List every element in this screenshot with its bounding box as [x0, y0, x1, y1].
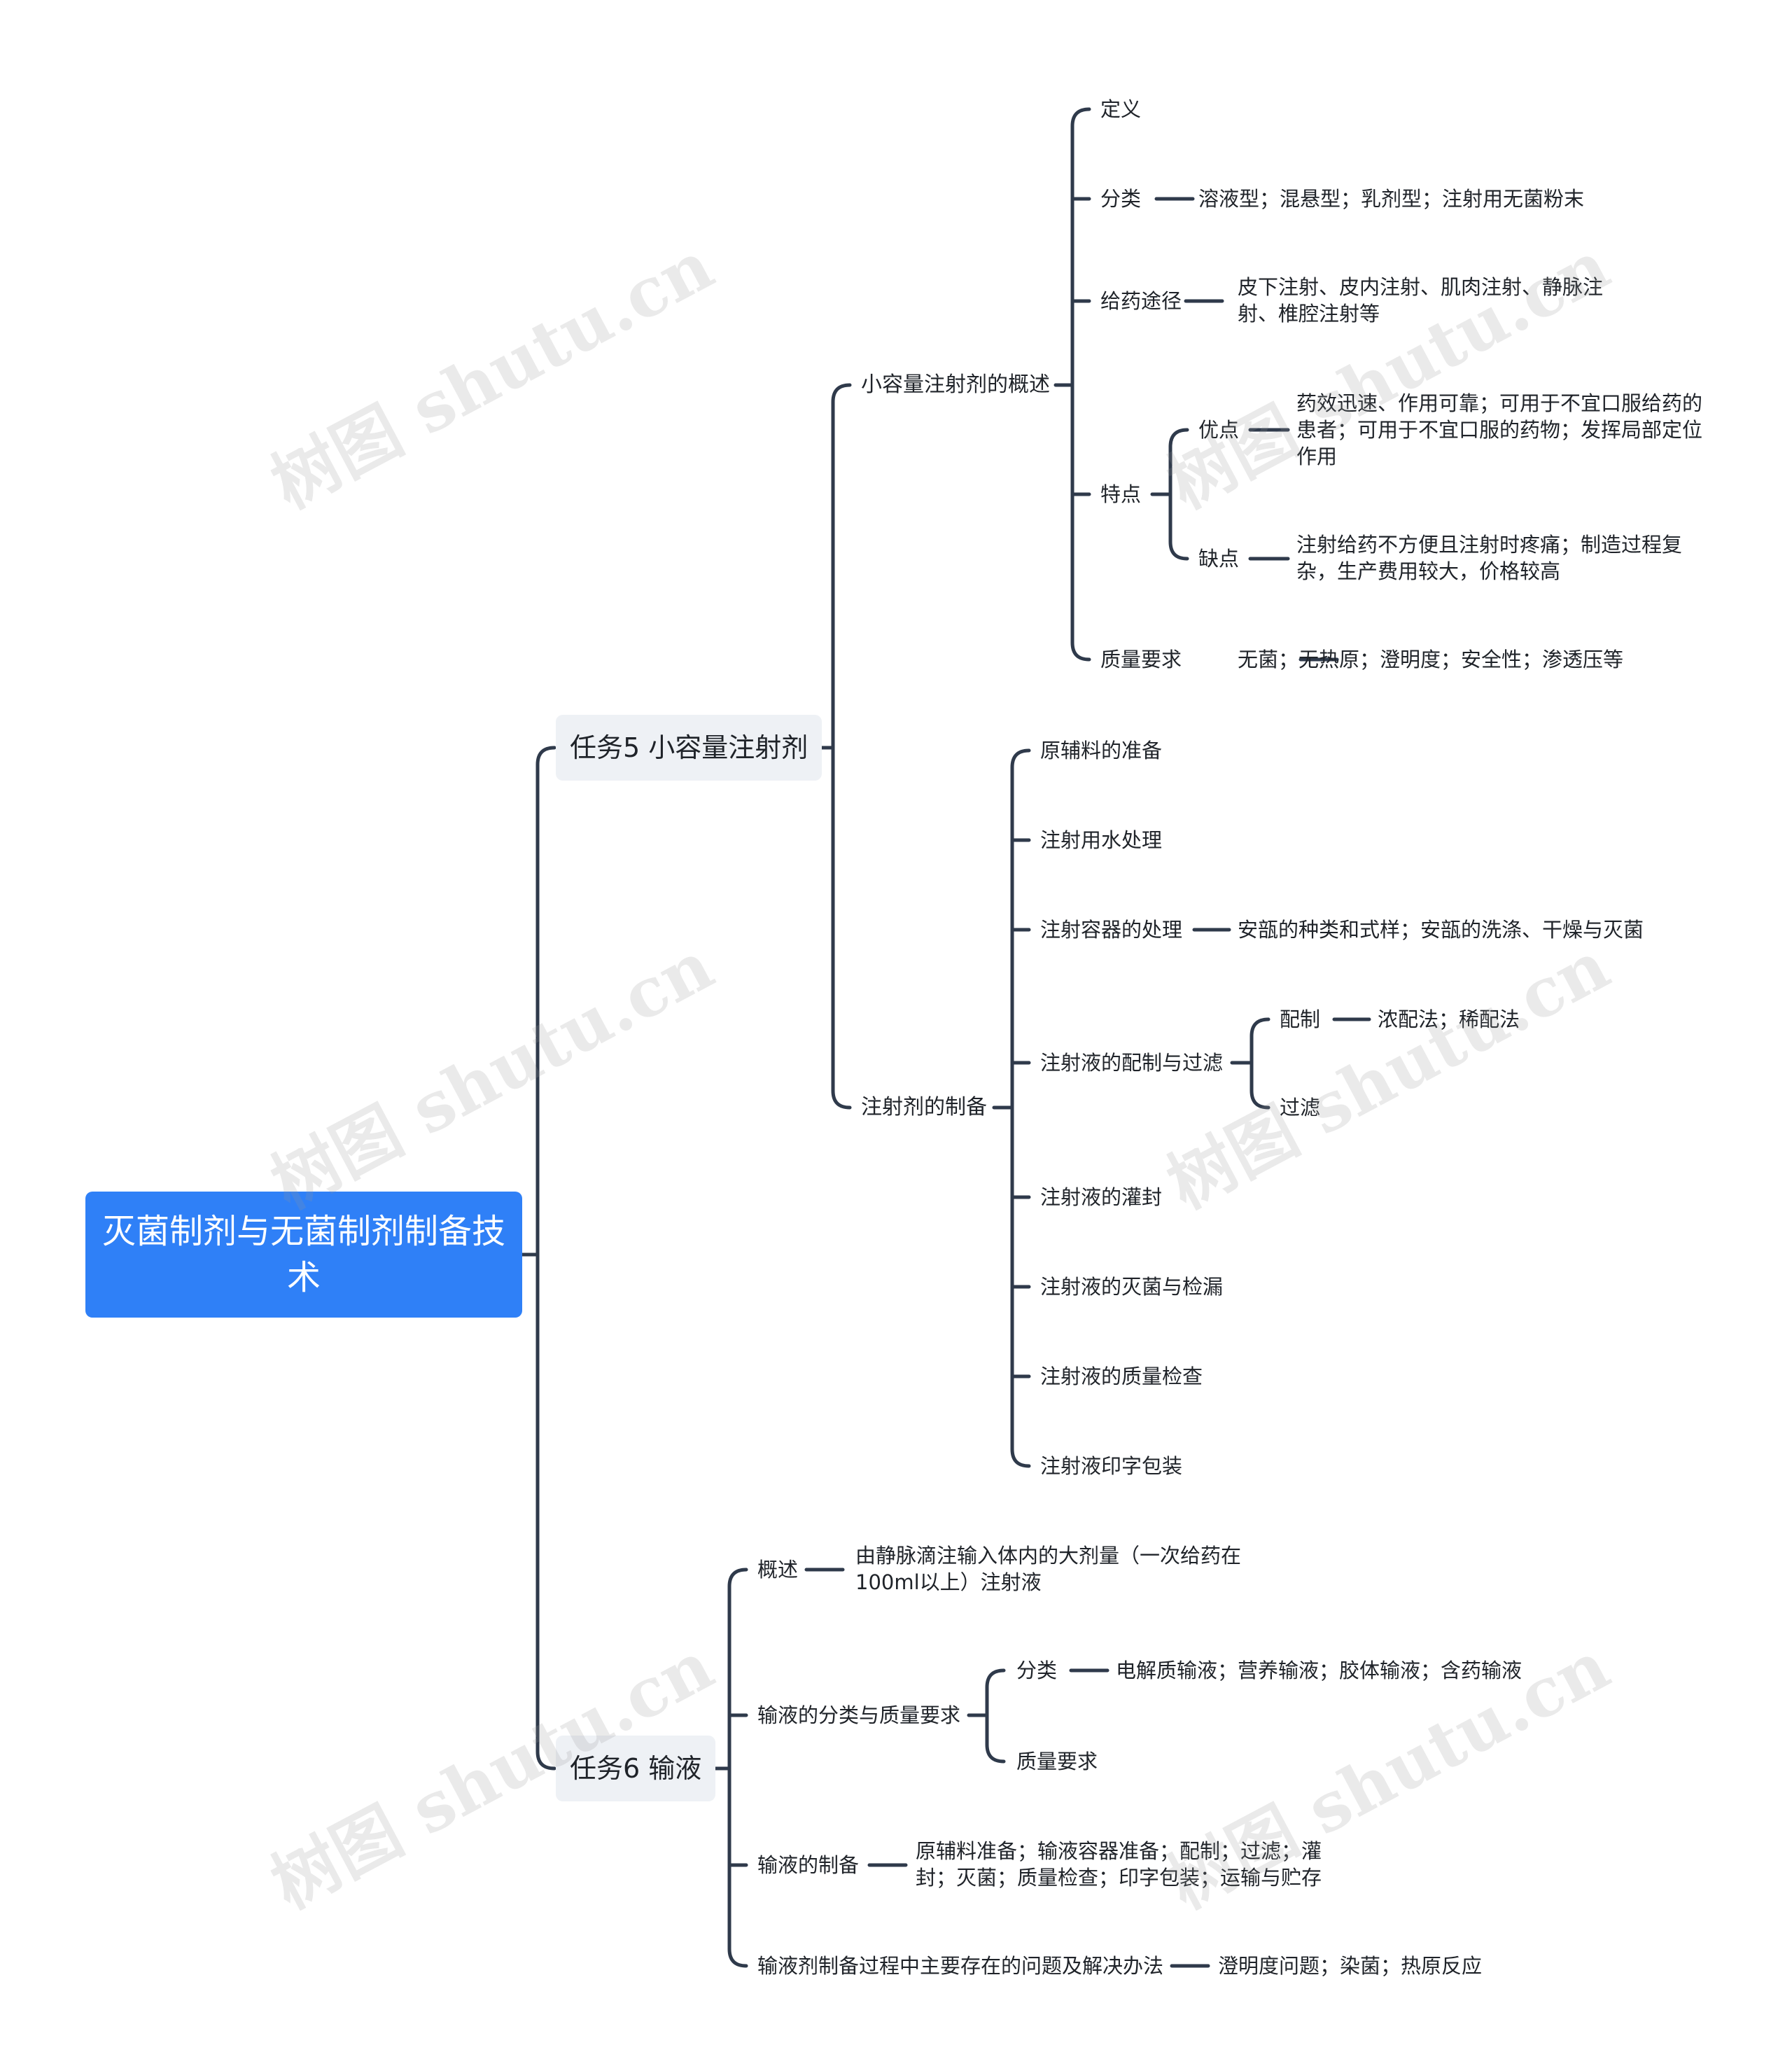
- infusion-quality-topic[interactable]: 质量要求: [1016, 1750, 1098, 1773]
- route-topic[interactable]: 给药途径: [1100, 289, 1182, 313]
- water-topic[interactable]: 注射用水处理: [1040, 828, 1163, 852]
- infusion-preparation-topic[interactable]: 输液的制备: [757, 1853, 860, 1877]
- sterilization-topic[interactable]: 注射液的灭菌与检漏: [1040, 1275, 1224, 1299]
- infusion-classification-topic[interactable]: 输液的分类与质量要求: [757, 1703, 961, 1727]
- compounding-topic[interactable]: 配制: [1280, 1007, 1321, 1031]
- task5-topic[interactable]: 任务5 小容量注射剂: [556, 715, 822, 781]
- filtering-topic[interactable]: 过滤: [1280, 1096, 1321, 1119]
- packaging-topic[interactable]: 注射液印字包装: [1040, 1454, 1183, 1478]
- disadvantages-detail[interactable]: 注射给药不方便且注射时疼痛；制造过程复杂，生产费用较大，价格较高: [1296, 533, 1683, 583]
- preparation-topic[interactable]: 注射剂的制备: [861, 1095, 987, 1119]
- classification-topic[interactable]: 分类: [1100, 187, 1142, 211]
- container-topic[interactable]: 注射容器的处理: [1040, 918, 1183, 942]
- quality-detail[interactable]: 无菌；无热原；澄明度；安全性；渗透压等: [1238, 648, 1624, 671]
- disadvantages-topic[interactable]: 缺点: [1198, 547, 1240, 571]
- advantages-topic[interactable]: 优点: [1198, 418, 1240, 442]
- container-detail[interactable]: 安瓿的种类和式样；安瓿的洗涤、干燥与灭菌: [1238, 918, 1644, 942]
- filling-topic[interactable]: 注射液的灌封: [1040, 1185, 1163, 1209]
- infusion-types-detail[interactable]: 电解质输液；营养输液；胶体输液；含药输液: [1116, 1659, 1522, 1682]
- infusion-types-topic[interactable]: 分类: [1016, 1659, 1058, 1682]
- infusion-problems-topic[interactable]: 输液剂制备过程中主要存在的问题及解决办法: [757, 1954, 1164, 1978]
- qc-topic[interactable]: 注射液的质量检查: [1040, 1364, 1203, 1388]
- definition-topic[interactable]: 定义: [1100, 97, 1142, 121]
- classification-detail[interactable]: 溶液型；混悬型；乳剂型；注射用无菌粉末: [1198, 187, 1585, 211]
- compounding-detail[interactable]: 浓配法；稀配法: [1378, 1007, 1520, 1031]
- route-detail[interactable]: 皮下注射、皮内注射、肌肉注射、静脉注射、椎腔注射等: [1238, 275, 1604, 326]
- infusion-overview-detail[interactable]: 由静脉滴注输入体内的大剂量（一次给药在100ml以上）注射液: [855, 1544, 1242, 1594]
- root-topic[interactable]: 灭菌制剂与无菌制剂制备技术: [85, 1192, 522, 1318]
- infusion-problems-detail[interactable]: 澄明度问题；染菌；热原反应: [1218, 1954, 1483, 1978]
- materials-topic[interactable]: 原辅料的准备: [1040, 739, 1163, 762]
- features-topic[interactable]: 特点: [1100, 482, 1142, 506]
- quality-topic[interactable]: 质量要求: [1100, 648, 1182, 671]
- task6-topic[interactable]: 任务6 输液: [556, 1736, 716, 1801]
- advantages-detail[interactable]: 药效迅速、作用可靠；可用于不宜口服给药的患者；可用于不宜口服的药物；发挥局部定位…: [1296, 391, 1703, 468]
- mixing-topic[interactable]: 注射液的配制与过滤: [1040, 1051, 1224, 1075]
- infusion-preparation-detail[interactable]: 原辅料准备；输液容器准备；配制；过滤；灌封；灭菌；质量检查；印字包装；运输与贮存: [916, 1839, 1322, 1890]
- infusion-overview-topic[interactable]: 概述: [757, 1558, 799, 1582]
- overview-topic[interactable]: 小容量注射剂的概述: [861, 372, 1050, 397]
